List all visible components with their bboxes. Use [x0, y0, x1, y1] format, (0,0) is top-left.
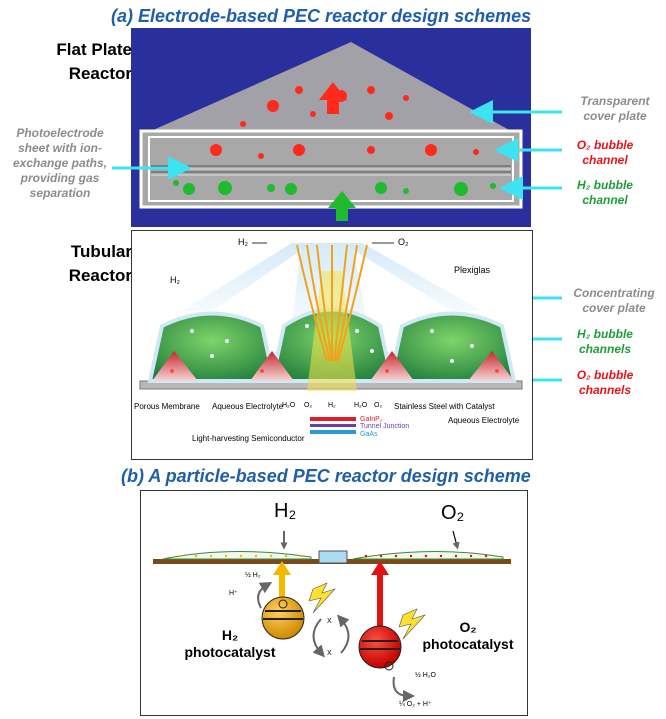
plexiglas-label: Plexiglas	[454, 265, 491, 275]
aqueous-electrolyte-left-label: Aqueous Electrolyte	[212, 402, 284, 411]
quarter-o2-label: ¼ O₂ + H⁺	[399, 701, 432, 708]
x-label-1: X	[327, 618, 332, 625]
o2-small-label: O₂	[304, 402, 312, 409]
o2-small-label-2: O₂	[374, 402, 382, 409]
h-plus-label: H⁺	[229, 590, 238, 597]
aqueous-electrolyte-right-label: Aqueous Electrolyte	[448, 416, 520, 425]
tubular-h2-top: H₂	[238, 237, 248, 247]
transparent-cover-note: Transparent cover plate	[580, 94, 650, 123]
half-h2o-label: ½ H₂O	[415, 671, 437, 679]
flat-plate-reactor-label: Flat Plate Reactor	[56, 40, 132, 83]
h2-small-label: H₂	[328, 402, 336, 409]
photoelectrode-note: Photoelectrode sheet with ion-exchange p…	[12, 126, 108, 200]
tunnel-junction-label: Tunnel Junction	[360, 423, 409, 430]
section-b-title: (b) A particle-based PEC reactor design …	[121, 466, 531, 486]
x-label-2: X	[327, 650, 332, 657]
concentrating-cover-note: Concentrating cover plate	[573, 286, 655, 315]
o2-bubble-channel-note: O₂ bubble channel	[576, 138, 634, 167]
section-a-title: (a) Electrode-based PEC reactor design s…	[111, 6, 532, 26]
tubular-reactor-diagram: H₂ O₂ H₂ Plexiglas Porous Membrane Aqueo…	[134, 237, 523, 443]
h2o-label-1: H₂O	[282, 402, 296, 409]
h2o-label-2: H₂O	[354, 402, 368, 409]
o2-bubble-channels-note: O₂ bubble channels	[576, 368, 634, 397]
h2-photocatalyst-label: H₂ photocatalyst	[184, 627, 276, 660]
stainless-steel-label: Stainless Steel with Catalyst	[394, 402, 495, 411]
h2-bubble-channels-note: H₂ bubble channels	[577, 327, 633, 356]
particle-o2-top: O₂	[441, 502, 464, 524]
tubular-reactor-label: Tubular Reactor	[68, 242, 132, 285]
particle-reactor-frame	[140, 490, 528, 716]
o2-photocatalyst-label: O₂ photocatalyst	[422, 619, 514, 652]
particle-reactor-diagram: H₂ O₂ ½ H₂ H⁺ X X ½ H₂O ¼ O₂ + H⁺	[153, 500, 511, 708]
half-h2-label: ½ H₂	[245, 571, 261, 579]
porous-membrane-label: Porous Membrane	[134, 402, 200, 411]
gainp-label: GaInP₂	[360, 416, 383, 423]
tubular-o2-top: O₂	[398, 237, 409, 247]
flat-plate-reactor-diagram	[131, 28, 531, 227]
tubular-h2-left: H₂	[170, 275, 180, 285]
h2-bubble-channel-note: H₂ bubble channel	[577, 178, 633, 207]
light-harvesting-label: Light-harvesting Semiconductor	[192, 434, 305, 443]
gaas-label: GaAs	[360, 431, 378, 438]
particle-h2-top: H₂	[274, 500, 296, 522]
